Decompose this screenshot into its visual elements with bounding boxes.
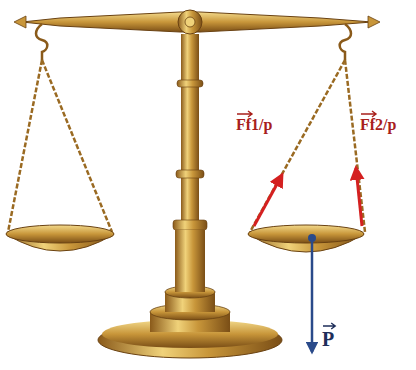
- scale-pans: [6, 225, 364, 252]
- force-vectors: [254, 168, 362, 352]
- force-label: Ff2/p: [360, 116, 396, 134]
- scale-column: [173, 34, 207, 292]
- force-label: Ff1/p: [236, 116, 272, 134]
- scale-hooks: [36, 24, 351, 60]
- pan-chains: [8, 60, 365, 232]
- weight-label: P: [322, 328, 334, 350]
- scale-base: [98, 286, 282, 358]
- scale-beam: [14, 10, 380, 34]
